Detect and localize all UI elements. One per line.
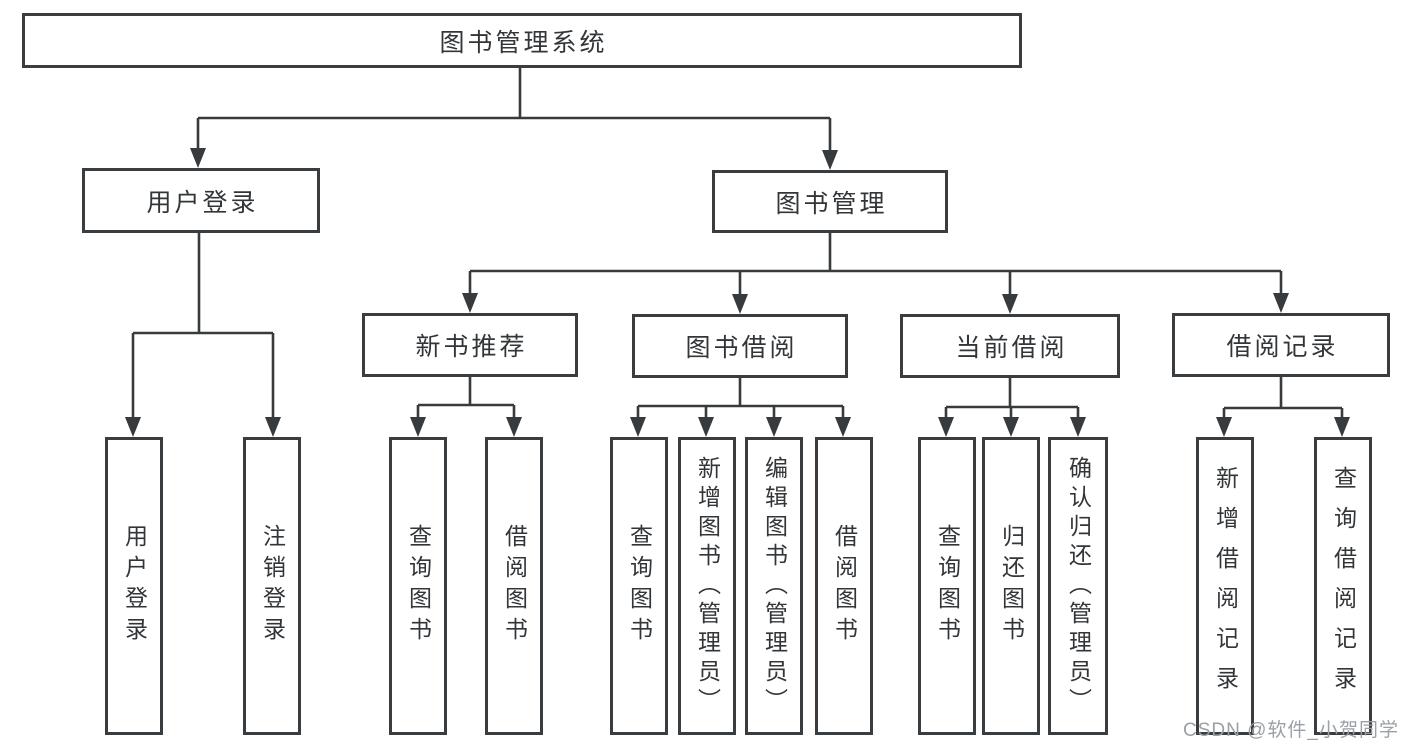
node-book-borrowing: 图书借阅 <box>632 314 848 378</box>
arrow-down-icon <box>190 148 206 168</box>
node-leaf-query-books-current: 查询图书 <box>918 437 976 735</box>
node-leaf-query-books-borrowing: 查询图书 <box>610 437 668 735</box>
arrow-down-icon <box>265 417 281 437</box>
arrow-down-icon <box>630 417 646 437</box>
node-borrowing-records: 借阅记录 <box>1172 313 1390 377</box>
connector-book-management-children <box>468 233 1283 298</box>
node-new-book-recommend: 新书推荐 <box>362 313 578 377</box>
connector-borrowing-records-children <box>1222 377 1344 421</box>
node-leaf-borrow-books-borrowing-label: 借阅图书 <box>831 524 858 648</box>
node-leaf-query-borrow-record-label: 查询借阅记录 <box>1330 466 1357 706</box>
node-root-label: 图书管理系统 <box>439 28 608 57</box>
arrow-down-icon <box>1273 293 1289 313</box>
node-leaf-edit-books-admin: 编辑图书（管理员） <box>745 437 803 735</box>
node-leaf-query-books-current-label: 查询图书 <box>934 524 961 648</box>
node-current-borrowing-label: 当前借阅 <box>955 334 1068 362</box>
node-leaf-edit-books-admin-label: 编辑图书（管理员） <box>761 455 788 717</box>
connector-root-to-level2 <box>196 68 832 154</box>
connector-new-book-recommend-children <box>416 377 516 421</box>
connector-current-borrowing-children <box>944 378 1080 421</box>
arrowheads <box>125 148 1350 437</box>
node-leaf-user-login: 用户登录 <box>105 437 163 735</box>
node-leaf-add-books-admin-label: 新增图书（管理员） <box>694 455 721 717</box>
node-leaf-add-books-admin: 新增图书（管理员） <box>678 437 736 735</box>
arrow-down-icon <box>698 417 714 437</box>
arrow-down-icon <box>506 417 522 437</box>
arrow-down-icon <box>1002 294 1018 314</box>
node-leaf-add-borrow-record-label: 新增借阅记录 <box>1212 466 1239 706</box>
connector-book-borrowing-children <box>636 378 845 421</box>
node-leaf-query-books-borrowing-label: 查询图书 <box>626 524 653 648</box>
node-leaf-logout-label: 注销登录 <box>259 524 286 648</box>
arrow-down-icon <box>1216 417 1232 437</box>
node-borrowing-records-label: 借阅记录 <box>1226 333 1339 361</box>
node-leaf-confirm-return-admin: 确认归还（管理员） <box>1048 437 1108 735</box>
arrow-down-icon <box>1070 417 1086 437</box>
node-leaf-borrow-books-recommend: 借阅图书 <box>485 437 543 735</box>
node-book-management-label: 图书管理 <box>775 189 888 218</box>
arrow-down-icon <box>732 294 748 314</box>
arrow-down-icon <box>1334 417 1350 437</box>
node-book-management: 图书管理 <box>712 170 948 233</box>
arrow-down-icon <box>835 417 851 437</box>
csdn-watermark: CSDN @软件_小贺同学 <box>1183 720 1399 741</box>
node-leaf-query-books-recommend-label: 查询图书 <box>405 524 432 648</box>
node-leaf-return-books-label: 归还图书 <box>998 524 1025 648</box>
arrow-down-icon <box>766 417 782 437</box>
node-user-login-label: 用户登录 <box>146 188 259 217</box>
node-leaf-borrow-books-recommend-label: 借阅图书 <box>501 524 528 648</box>
node-leaf-confirm-return-admin-label: 确认归还（管理员） <box>1065 455 1092 717</box>
arrow-down-icon <box>410 417 426 437</box>
arrow-down-icon <box>1003 417 1019 437</box>
arrow-down-icon <box>938 417 954 437</box>
node-root-library-system: 图书管理系统 <box>22 13 1022 68</box>
node-leaf-borrow-books-borrowing: 借阅图书 <box>815 437 873 735</box>
node-leaf-query-borrow-record: 查询借阅记录 <box>1314 437 1372 735</box>
node-leaf-add-borrow-record: 新增借阅记录 <box>1196 437 1254 735</box>
connector-user-login-children <box>131 233 275 421</box>
arrow-down-icon <box>125 417 141 437</box>
node-leaf-return-books: 归还图书 <box>982 437 1040 735</box>
node-leaf-query-books-recommend: 查询图书 <box>389 437 447 735</box>
node-leaf-user-login-label: 用户登录 <box>121 524 148 648</box>
node-current-borrowing: 当前借阅 <box>900 314 1120 378</box>
arrow-down-icon <box>822 150 838 170</box>
node-user-login: 用户登录 <box>82 168 320 233</box>
node-book-borrowing-label: 图书借阅 <box>685 334 798 362</box>
arrow-down-icon <box>462 293 478 313</box>
node-leaf-logout: 注销登录 <box>243 437 301 735</box>
node-new-book-recommend-label: 新书推荐 <box>415 333 528 361</box>
